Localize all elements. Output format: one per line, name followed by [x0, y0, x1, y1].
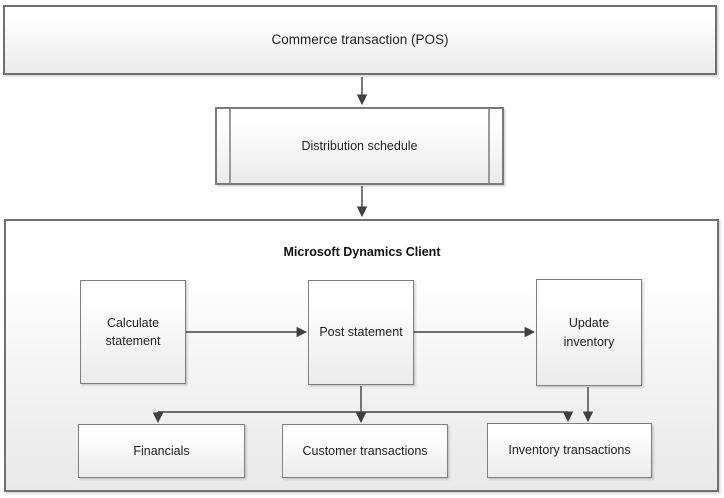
node-financials: Financials — [78, 424, 245, 478]
predefined-process-right-bar — [488, 109, 490, 183]
node-distribution-schedule: Distribution schedule — [215, 107, 504, 185]
node-update-inventory: Update inventory — [536, 279, 642, 386]
node-post-statement: Post statement — [308, 280, 414, 385]
node-post-label: Post statement — [319, 325, 403, 340]
container-title: Microsoft Dynamics Client — [283, 245, 441, 259]
node-inventory-label: Inventory transactions — [508, 443, 631, 458]
node-customer-transactions: Customer transactions — [282, 424, 448, 478]
node-distribution-label: Distribution schedule — [301, 138, 418, 153]
node-commerce-label: Commerce transaction (POS) — [271, 32, 449, 48]
node-commerce-transaction: Commerce transaction (POS) — [3, 5, 717, 75]
node-financials-label: Financials — [133, 443, 190, 458]
node-calculate-label: Calculate statement — [105, 315, 161, 348]
node-inventory-transactions: Inventory transactions — [487, 423, 652, 478]
predefined-process-left-bar — [229, 109, 231, 183]
node-update-label: Update inventory — [563, 316, 615, 349]
node-calculate-statement: Calculate statement — [80, 280, 186, 384]
node-customer-label: Customer transactions — [302, 443, 428, 458]
